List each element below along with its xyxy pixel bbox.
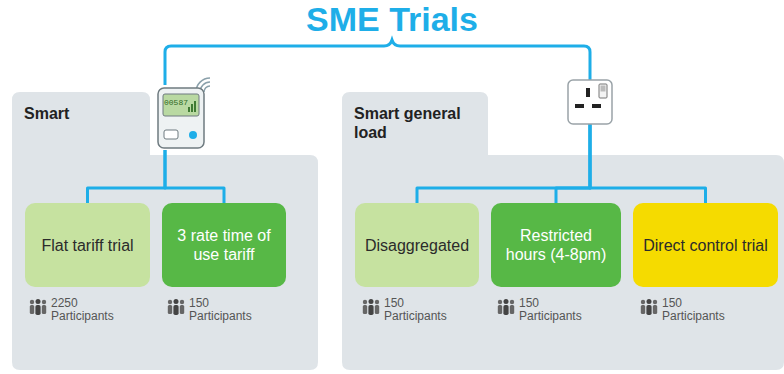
connector-line (88, 150, 166, 203)
participant-count: 150 Participants (662, 297, 724, 323)
meter-reading: 00587 (164, 98, 188, 107)
trial-box: Restricted hours (4-8pm) (491, 203, 621, 287)
box-label: Direct control trial (643, 236, 767, 255)
trial-box: Disaggregated (355, 203, 479, 287)
connector-line (165, 150, 224, 203)
people-icon (363, 299, 379, 315)
participant-count: 150 Participants (519, 297, 581, 323)
socket-icon (568, 80, 612, 124)
participant-count: 150 Participants (189, 297, 251, 323)
people-icon (168, 299, 184, 315)
connector-line (417, 124, 590, 203)
connector-line (590, 124, 706, 203)
panel-heading: Smart (12, 92, 140, 123)
smart-meter-icon (158, 78, 210, 148)
panel-heading: Smart general load (342, 92, 478, 142)
people-icon (641, 299, 657, 315)
connector-line (556, 124, 590, 203)
box-label: Flat tariff trial (41, 236, 133, 255)
participant-count: 2250 Participants (51, 297, 113, 323)
diagram-title: SME Trials (0, 0, 784, 38)
people-icon (30, 299, 46, 315)
trial-box: Direct control trial (633, 203, 778, 287)
box-label: Restricted hours (4-8pm) (499, 226, 613, 264)
trial-box: 3 rate time of use tariff (162, 203, 286, 287)
bracket-line (165, 40, 590, 85)
trial-box: Flat tariff trial (25, 203, 150, 287)
box-label: Disaggregated (365, 236, 469, 255)
participant-count: 150 Participants (384, 297, 446, 323)
group-panel: Smart general loadDisaggregated Restricte… (342, 92, 784, 370)
box-label: 3 rate time of use tariff (170, 226, 278, 264)
people-icon (498, 299, 514, 315)
